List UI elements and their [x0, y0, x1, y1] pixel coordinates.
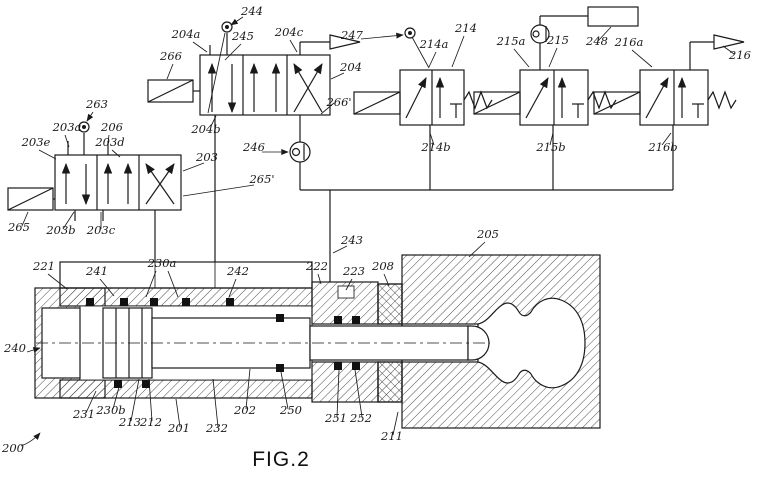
ref-label-214: 214 — [454, 21, 477, 35]
ref-label-216a: 216a — [614, 35, 644, 49]
accumulator-box-248 — [587, 6, 639, 27]
ref-label-252: 252 — [349, 411, 372, 425]
spring-216 — [707, 90, 737, 110]
mold-cavity — [477, 297, 586, 389]
seal-rings — [86, 298, 360, 388]
ref-label-201: 201 — [167, 421, 190, 435]
solenoid-266 — [147, 79, 200, 103]
actuator-assembly — [34, 254, 601, 429]
ref-label-266: 266 — [159, 49, 182, 63]
ref-label-216: 216 — [728, 48, 751, 62]
ref-label-200: 200 — [1, 441, 24, 455]
ref-label-214a: 214a — [419, 37, 449, 51]
ref-label-215a: 215a — [496, 34, 526, 48]
ref-label-203a: 203a — [52, 120, 82, 134]
ref-label-222: 222 — [305, 259, 328, 273]
ref-label-223: 223 — [342, 264, 365, 278]
ref-label-204a: 204a — [171, 27, 201, 41]
ref-label-212: 212 — [139, 415, 162, 429]
ref-label-244: 244 — [240, 4, 263, 18]
ref-label-203b: 203b — [45, 223, 75, 237]
ref-label-251: 251 — [324, 411, 347, 425]
ref-label-248: 248 — [585, 34, 608, 48]
ref-label-230a: 230a — [147, 256, 177, 270]
ref-label-204b: 204b — [190, 122, 220, 136]
pilot-port-circle-263 — [78, 121, 90, 133]
ref-label-203e: 203e — [21, 135, 51, 149]
pilot-valve-203-symbol — [7, 121, 182, 221]
ref-label-202: 202 — [233, 403, 256, 417]
leader-lines — [20, 16, 735, 447]
exhaust-flag-216 — [713, 34, 745, 50]
figure-caption: FIG.2 — [252, 448, 310, 471]
ref-label-232: 232 — [205, 421, 228, 435]
ref-label-204c: 204c — [274, 25, 304, 39]
pilot-valve-204-symbol — [147, 21, 361, 116]
ref-label-204: 204 — [339, 60, 362, 74]
ref-label-230b: 230b — [95, 403, 125, 417]
ref-label-205: 205 — [476, 227, 499, 241]
ref-label-246: 246 — [242, 140, 265, 154]
ref-label-203: 203 — [195, 150, 218, 164]
ref-label-265: 265 — [7, 220, 30, 234]
pilot-port-circle-244 — [221, 21, 233, 33]
ref-label-263: 263 — [85, 97, 108, 111]
ref-label-266: 266' — [325, 95, 351, 109]
ref-label-247: 247 — [340, 28, 364, 42]
pilot-port-circle-247 — [404, 27, 416, 39]
ref-label-241: 241 — [85, 264, 108, 278]
spring-215 — [587, 90, 617, 110]
ref-label-243: 243 — [340, 233, 363, 247]
solenoid-214 — [353, 91, 401, 115]
pilot-line-245 — [207, 32, 226, 114]
ref-label-242: 242 — [226, 264, 249, 278]
ref-label-245: 245 — [231, 29, 254, 43]
ref-label-208: 208 — [371, 259, 394, 273]
gland-block-222 — [311, 281, 379, 403]
barrel-bottom-wall — [59, 379, 313, 399]
solenoid-265 — [7, 187, 55, 211]
ref-label-214b: 214b — [420, 140, 450, 154]
ref-label-206: 206 — [100, 120, 123, 134]
valve-215-symbol — [473, 6, 639, 126]
check-valve-246-symbol — [289, 115, 311, 190]
solenoid-215 — [473, 91, 521, 115]
ref-label-216b: 216b — [647, 140, 677, 154]
gland-step-223 — [337, 285, 355, 299]
manifold-lines — [154, 115, 674, 282]
ref-label-231: 231 — [72, 407, 95, 421]
ref-label-211: 211 — [380, 429, 403, 443]
ref-label-213: 213 — [118, 415, 141, 429]
valve-216-symbol — [593, 34, 745, 126]
valve-214-symbol — [353, 27, 493, 126]
ref-label-203d: 203d — [94, 135, 124, 149]
ref-label-215: 215 — [546, 33, 569, 47]
exhaust-flag-204 — [329, 34, 361, 50]
spring-214 — [463, 90, 493, 110]
threaded-coupling-208 — [377, 283, 403, 403]
ref-label-250: 250 — [279, 403, 302, 417]
ref-label-240: 240 — [3, 341, 26, 355]
mold-block-205 — [401, 254, 601, 429]
solenoid-216 — [593, 91, 641, 115]
ref-label-265: 265' — [248, 172, 274, 186]
ref-label-221: 221 — [32, 259, 55, 273]
ref-label-203c: 203c — [86, 223, 116, 237]
ref-label-215b: 215b — [535, 140, 565, 154]
